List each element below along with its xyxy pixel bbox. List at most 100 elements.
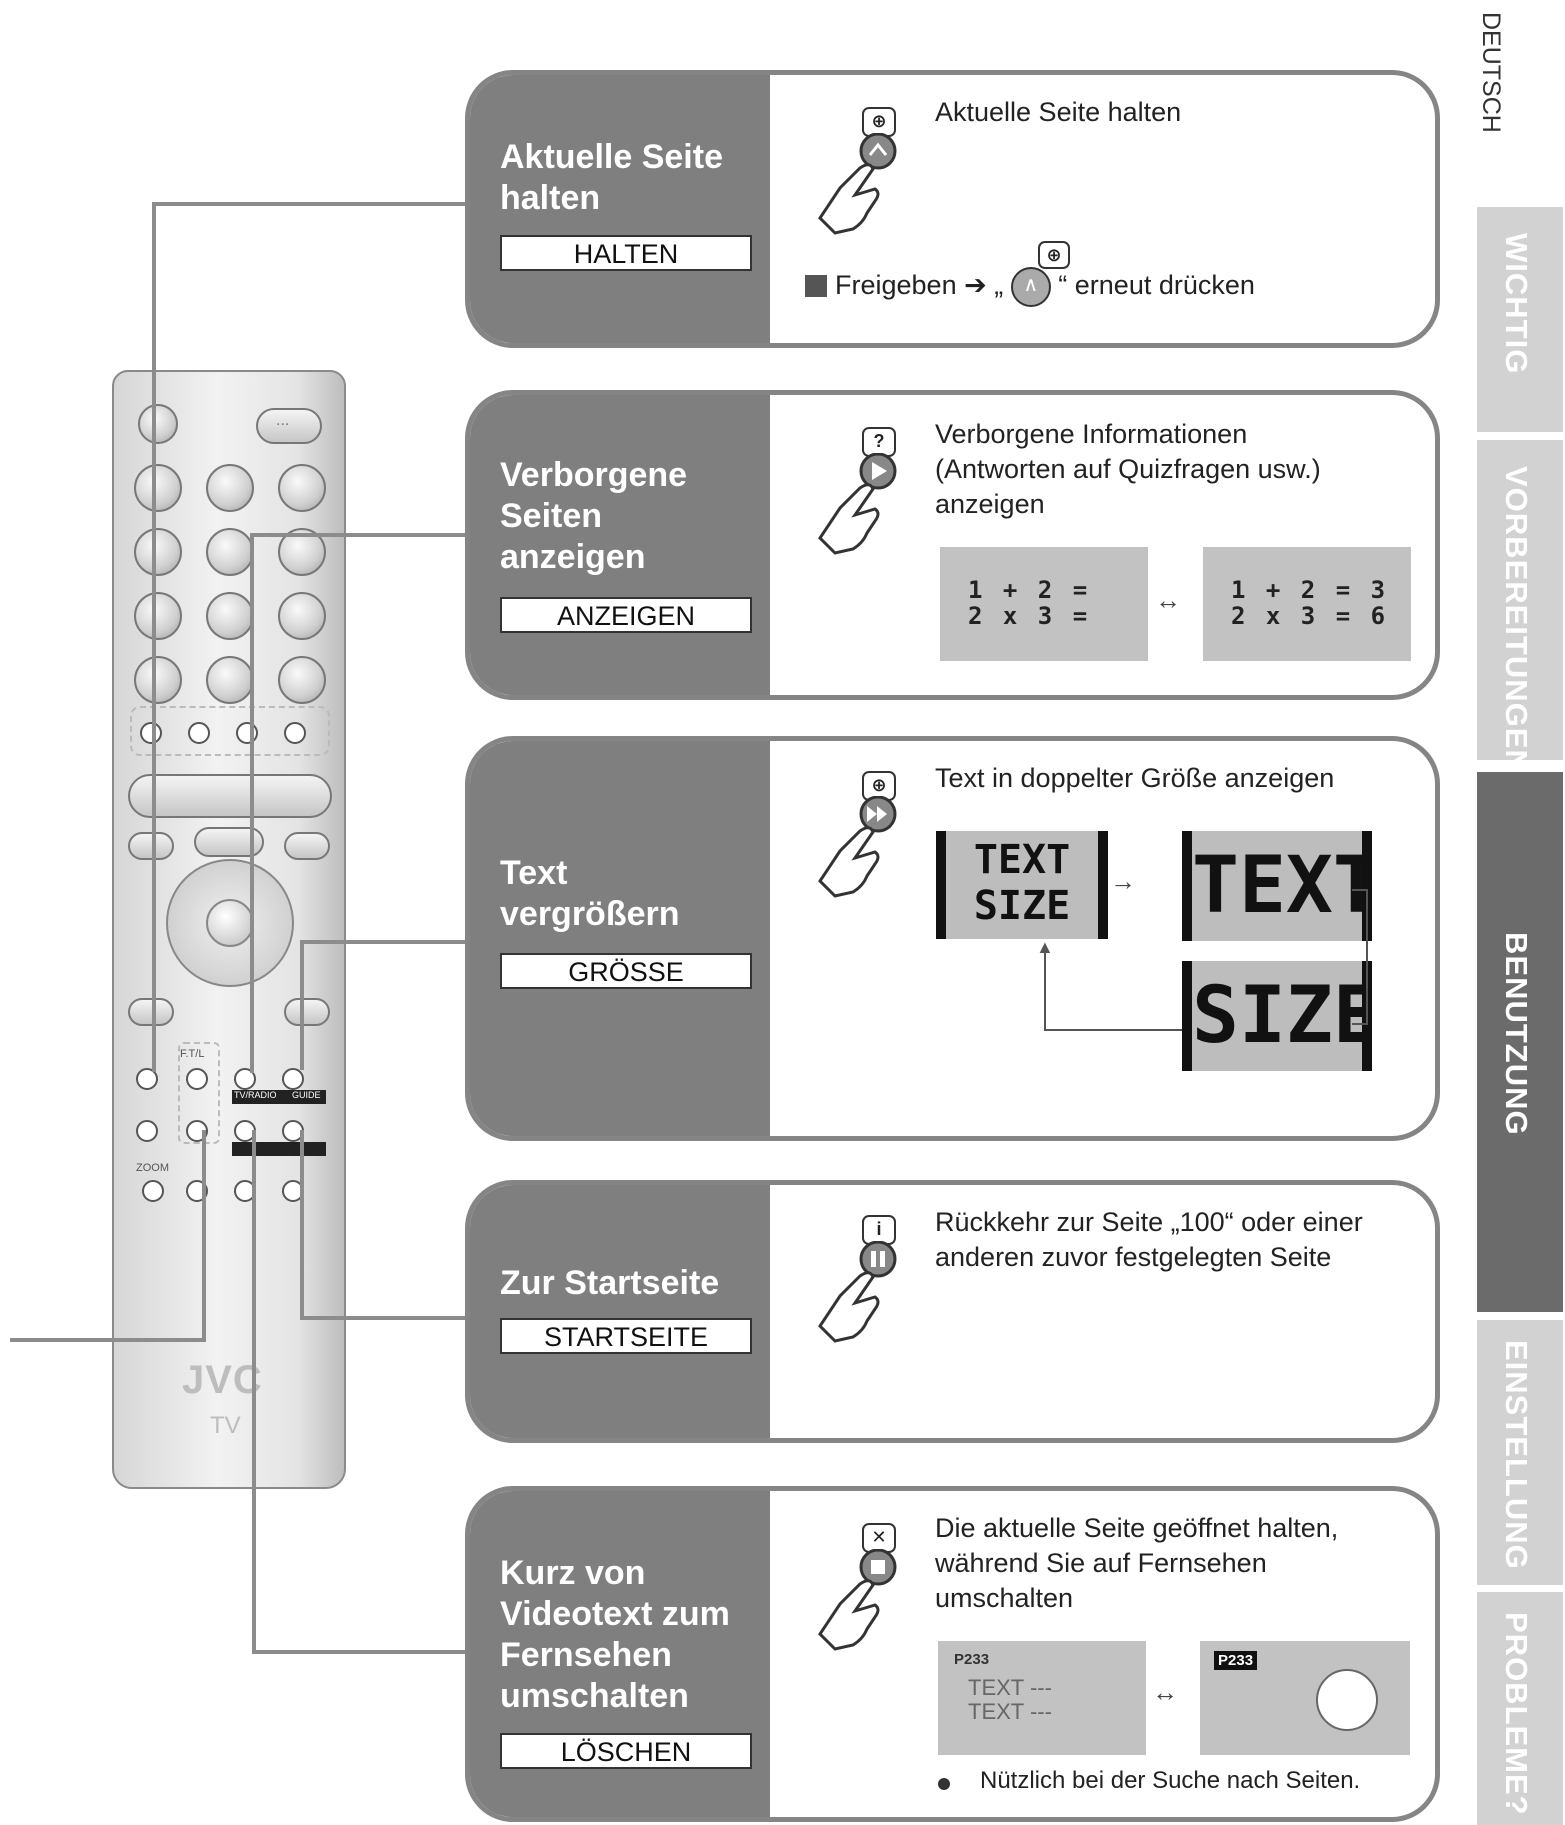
connector-line (252, 1130, 256, 1652)
connector-line (300, 1130, 304, 1316)
text-size-normal: TEXT SIZE (936, 831, 1108, 939)
tab-wichtig[interactable]: WICHTIG (1477, 207, 1563, 432)
description-line: Rückkehr zur Seite „100“ oder einer (935, 1207, 1363, 1237)
screen-line: TEXT --- (968, 1675, 1052, 1700)
panel-size: Text vergrößern GRÖSSE ⊕ Text in doppelt… (465, 736, 1440, 1141)
tab-label: WICHTIG (1499, 233, 1534, 375)
remote-button (134, 464, 182, 512)
cycle-line (1352, 889, 1368, 891)
tab-benutzung[interactable]: BENUTZUNG (1477, 772, 1563, 1312)
remote-button (134, 528, 182, 576)
remote-control: ... F.T/L TV/RADIO GUIDE ZOOM JVC TV (112, 370, 346, 1489)
remote-button (138, 404, 178, 444)
panel-description: Text in doppelter Größe anzeigen (935, 761, 1334, 796)
remote-button (128, 998, 174, 1026)
connector-line (10, 1338, 206, 1342)
remote-button: ... (256, 408, 322, 444)
description-line: Text in doppelter Größe anzeigen (935, 763, 1335, 793)
description-line: anderen zuvor festgelegten Seite (935, 1242, 1332, 1272)
remote-label-bar: TV/RADIO GUIDE (232, 1090, 326, 1104)
cycle-line (1044, 1029, 1182, 1031)
size-badge: GRÖSSE (500, 953, 752, 989)
connector-line (152, 202, 156, 1072)
panel-description: Die aktuelle Seite geöffnet halten, währ… (935, 1511, 1338, 1616)
connector-line (300, 940, 304, 1070)
color-keys-group (130, 706, 330, 756)
description-line: Verborgene Informationen (935, 419, 1248, 449)
release-label: Freigeben (835, 270, 957, 301)
tab-vorbereitungen[interactable]: VORBEREITUNGEN (1477, 440, 1563, 773)
text-size-top-half: TEXT (1182, 831, 1372, 941)
cycle-line (1366, 889, 1368, 1023)
text-size-word: SIZE (973, 883, 1071, 929)
reveal-badge: ANZEIGEN (500, 597, 752, 633)
title-line: Fernsehen (500, 1636, 672, 1674)
zoom-key (142, 1180, 164, 1202)
balloon-icon (1316, 1669, 1378, 1731)
quote-open: „ (994, 270, 1004, 301)
release-instruction: Freigeben ➔ „ ∧ “ erneut drücken (835, 267, 1255, 307)
remote-button (278, 656, 326, 704)
remote-button (206, 464, 254, 512)
connector-line (300, 940, 467, 944)
screen-after: 1 + 2 = 3 2 x 3 = 6 (1203, 547, 1411, 661)
note-text: Nützlich bei der Suche nach Seiten. (980, 1767, 1361, 1794)
title-line: Aktuelle Seite (500, 138, 723, 176)
ftl-group (178, 1042, 220, 1144)
page-number: P233 (954, 1651, 990, 1668)
index-icon: i (862, 1215, 896, 1245)
panel-title: Zur Startseite (500, 1263, 719, 1304)
panel-header: Zur Startseite STARTSEITE (470, 1185, 770, 1438)
panel-title: Text vergrößern (500, 853, 680, 935)
remote-label: GUIDE (292, 1090, 321, 1100)
description-line: Aktuelle Seite halten (935, 97, 1182, 127)
language-label: DEUTSCH (1477, 12, 1505, 133)
hand-press-icon (818, 1549, 897, 1651)
remote-rocker (128, 774, 332, 818)
remote-button (284, 832, 330, 860)
hand-press-icon (818, 796, 897, 898)
hold-badge: HALTEN (500, 235, 752, 271)
description-line: Die aktuelle Seite geöffnet halten, (935, 1513, 1339, 1543)
panel-hold: Aktuelle Seite halten HALTEN ⊕ Aktuelle … (465, 70, 1440, 348)
text-size-bottom-half: SIZE (1182, 961, 1372, 1071)
text-size-word: TEXT (1192, 841, 1372, 931)
text-size-word: TEXT (973, 837, 1071, 883)
rewind-key (186, 1068, 208, 1090)
panel-header: Text vergrößern GRÖSSE (470, 741, 770, 1136)
screen-line: 2 x 3 = (968, 602, 1091, 630)
title-line: Zur Startseite (500, 1264, 720, 1302)
title-line: Text (500, 854, 568, 892)
tab-label: EINSTELLUNG (1499, 1340, 1534, 1570)
cycle-line (1352, 1023, 1368, 1025)
remote-dpad (166, 859, 294, 987)
hand-press-icon (818, 1241, 897, 1343)
screen-teletext: P233 TEXT --- TEXT --- (938, 1641, 1146, 1755)
text-size-word: SIZE (1192, 971, 1372, 1061)
cycle-line (1044, 951, 1046, 1029)
remote-button (134, 592, 182, 640)
panel-description: Verborgene Informationen (Antworten auf … (935, 417, 1321, 522)
connector-line (300, 1316, 467, 1320)
remote-button (206, 528, 254, 576)
tab-label: PROBLEME? (1499, 1612, 1534, 1816)
size-icon: ⊕ (862, 771, 896, 801)
screen-before: 1 + 2 = 2 x 3 = (940, 547, 1148, 661)
remote-button (278, 464, 326, 512)
panel-title: Kurz von Videotext zum Fernsehen umschal… (500, 1553, 730, 1717)
panel-header: Kurz von Videotext zum Fernsehen umschal… (470, 1491, 770, 1817)
panel-index: Zur Startseite STARTSEITE i Rückkehr zur… (465, 1180, 1440, 1443)
remote-button (136, 1120, 158, 1142)
quote-close: “ erneut drücken (1058, 270, 1255, 301)
title-line: anzeigen (500, 538, 646, 576)
tab-probleme[interactable]: PROBLEME? (1477, 1592, 1563, 1825)
remote-button (206, 656, 254, 704)
remote-label: TV/RADIO (234, 1090, 277, 1100)
hold-key (136, 1068, 158, 1090)
arrow-up-icon: ▲ (1036, 937, 1054, 957)
panel-header: Verborgene Seiten anzeigen ANZEIGEN (470, 395, 770, 695)
title-line: Verborgene (500, 456, 688, 494)
tab-label: VORBEREITUNGEN (1499, 466, 1534, 773)
connector-line (202, 1130, 206, 1342)
tab-einstellung[interactable]: EINSTELLUNG (1477, 1320, 1563, 1585)
